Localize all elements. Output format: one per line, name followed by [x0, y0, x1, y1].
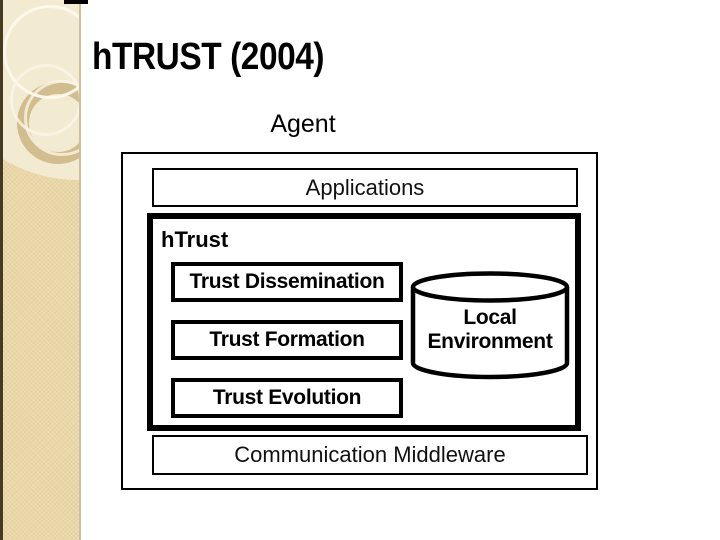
htrust-label: hTrust	[161, 227, 229, 252]
trust-formation-box: Trust Formation	[171, 320, 403, 360]
trust-evolution-box: Trust Evolution	[171, 378, 403, 418]
applications-label: Applications	[305, 174, 425, 200]
trust-formation-label: Trust Formation	[209, 328, 365, 351]
trust-dissemination-box: Trust Dissemination	[171, 262, 403, 302]
local-environment-line2: Environment	[427, 330, 553, 353]
circle-ornament-white-overlap	[24, 80, 79, 156]
htrust-box: hTrust Trust Dissemination Trust Formati…	[147, 213, 581, 431]
communication-middleware-box: Communication Middleware	[152, 435, 588, 475]
local-environment-line1: Local	[463, 306, 517, 329]
sidebar-decoration	[3, 0, 81, 540]
slide-title: hTRUST (2004)	[92, 36, 325, 78]
applications-box: Applications	[152, 168, 578, 207]
middleware-label: Communication Middleware	[234, 442, 506, 467]
top-edge-mark	[64, 0, 88, 4]
database-cylinder-icon	[410, 271, 570, 380]
trust-evolution-label: Trust Evolution	[212, 386, 362, 409]
trust-dissemination-label: Trust Dissemination	[189, 270, 385, 293]
local-environment-label: Local Environment	[408, 306, 572, 354]
agent-label: Agent	[270, 110, 336, 138]
agent-box: Applications hTrust Trust Dissemination …	[121, 152, 598, 490]
slide-left-edge	[0, 0, 3, 540]
